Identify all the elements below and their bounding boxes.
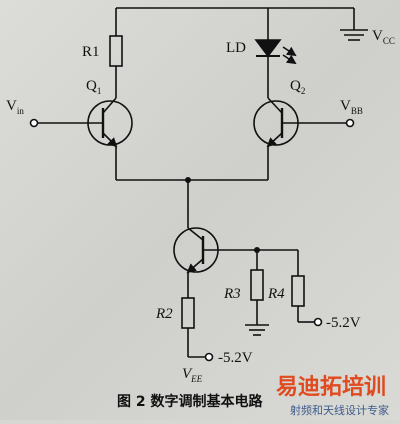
- label-r1: R1: [82, 44, 100, 60]
- watermark-brand: 易迪拓培训: [276, 374, 386, 400]
- label-ld: LD: [226, 40, 246, 56]
- resistor-r2: [181, 297, 195, 329]
- r4-supply-terminal: [313, 317, 323, 327]
- tail-collector: [187, 227, 204, 241]
- resistor-r1: [109, 35, 123, 67]
- label-neg-supply-vee: -5.2V: [218, 350, 253, 366]
- vbb-terminal: [345, 118, 355, 128]
- resistor-r3: [250, 269, 264, 301]
- ld-emission-arrow-2: [282, 54, 297, 65]
- ld-emission-arrow-1: [282, 46, 297, 57]
- label-q2: Q2: [290, 78, 305, 96]
- label-r2: R2: [155, 306, 173, 322]
- resistor-r4: [291, 275, 305, 307]
- q1-emitter: [102, 132, 118, 148]
- junction-dot-r3: [254, 247, 260, 253]
- label-vin: Vin: [6, 98, 24, 116]
- label-neg-supply-r4: -5.2V: [326, 315, 361, 331]
- label-vbb: VBB: [340, 98, 363, 116]
- q2-emitter: [266, 132, 283, 148]
- q2-collector: [267, 97, 283, 114]
- junction-dot-tail: [185, 177, 191, 183]
- tail-emitter: [186, 258, 204, 274]
- vee-terminal: [204, 352, 214, 362]
- laser-diode-ld: [254, 39, 282, 58]
- label-vee: VEE: [182, 366, 203, 384]
- label-r3: R3: [223, 286, 241, 302]
- label-vcc: VCC: [372, 28, 395, 46]
- vin-terminal: [29, 118, 39, 128]
- watermark-tagline: 射频和天线设计专家: [290, 403, 389, 417]
- label-r4: R4: [267, 286, 285, 302]
- label-q1: Q1: [86, 78, 101, 96]
- figure-caption: 图 2 数字调制基本电路: [117, 393, 263, 410]
- q1-collector: [102, 97, 117, 114]
